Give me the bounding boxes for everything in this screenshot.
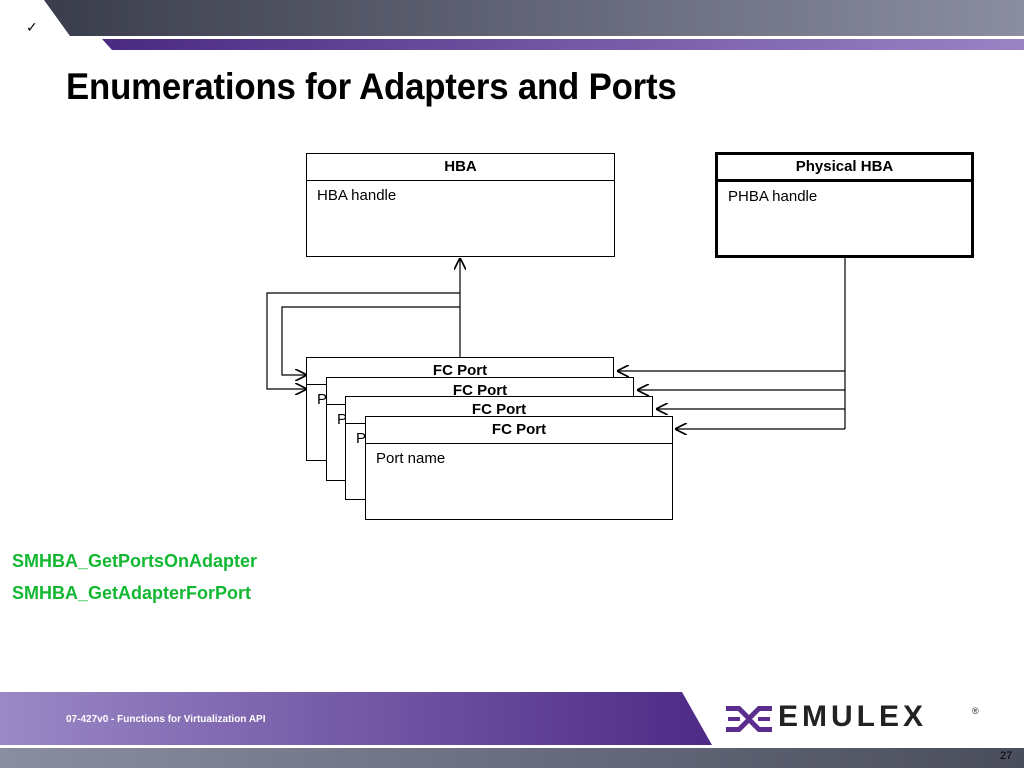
hba-header: HBA [307, 154, 614, 181]
physical-hba-header: Physical HBA [718, 155, 971, 182]
emulex-logo-text: EMULEX [778, 700, 928, 733]
hba-box: HBA HBA handle [306, 153, 615, 257]
slide-title: Enumerations for Adapters and Ports [66, 66, 677, 107]
top-header-band [44, 0, 1024, 50]
fc-port-box-4: FC Port Port name [365, 416, 673, 520]
fc-port-field-partial: P [337, 411, 348, 428]
fc-port-field-partial: P [356, 430, 367, 447]
physical-hba-field: PHBA handle [728, 188, 818, 205]
function-get-adapter-for-port: SMHBA_GetAdapterForPort [12, 583, 252, 603]
footer-band [0, 692, 1024, 768]
function-get-ports-on-adapter: SMHBA_GetPortsOnAdapter [12, 551, 258, 571]
emulex-logo-mark-icon [726, 706, 772, 732]
footer-text: 07-427v0 - Functions for Virtualization … [66, 714, 266, 725]
check-mark-icon: ✓ [26, 20, 38, 36]
hba-field: HBA handle [317, 187, 397, 204]
fc-port-field: Port name [376, 450, 446, 467]
fc-port-field-partial: P [317, 391, 328, 408]
page-number: 27 [1000, 750, 1013, 762]
fc-port-header: FC Port [366, 417, 672, 444]
physical-hba-box: Physical HBA PHBA handle [715, 152, 974, 258]
registered-mark: ® [972, 706, 979, 716]
